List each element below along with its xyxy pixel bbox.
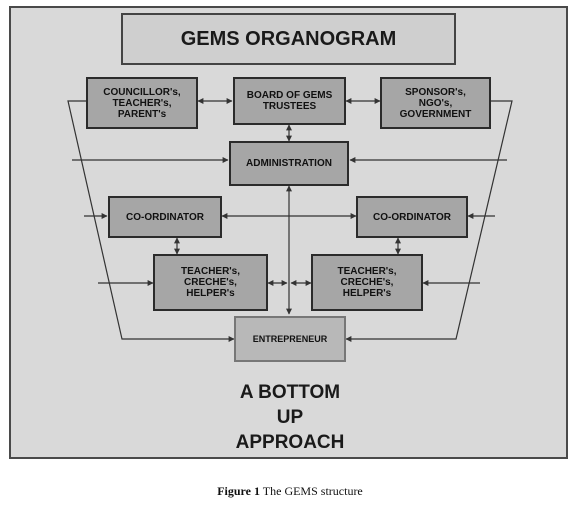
approach-text: A BOTTOM UP APPROACH [235,382,345,453]
figure-caption: Figure 1 The GEMS structure [0,484,580,499]
caption-label: Figure 1 [217,484,260,498]
administration-box: ADMINISTRATION [229,141,349,186]
caption-text: The GEMS structure [260,484,363,498]
left-outer-line [67,100,235,342]
coordinator-left-box: CO-ORDINATOR [108,196,222,238]
coordinator-right-box: CO-ORDINATOR [356,196,468,238]
board-of-trustees-box: BOARD OF GEMS TRUSTEES [233,77,346,125]
teachers-right-box: TEACHER's, CRECHE's, HELPER's [311,254,423,311]
organogram-title: GEMS ORGANOGRAM [121,13,456,65]
right-outer-line [345,100,513,342]
entrepreneur-box: ENTREPRENEUR [234,316,346,362]
sponsors-box: SPONSOR's, NGO's, GOVERNMENT [380,77,491,129]
teachers-left-box: TEACHER's, CRECHE's, HELPER's [153,254,268,311]
councillors-box: COUNCILLOR's, TEACHER's, PARENT's [86,77,198,129]
